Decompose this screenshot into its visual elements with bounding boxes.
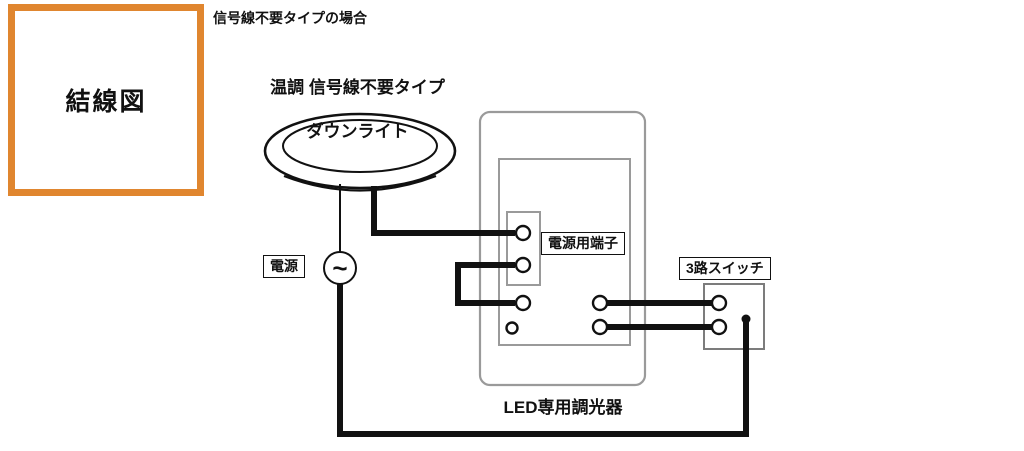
lamp-to-terminal-wire — [371, 186, 515, 236]
power-terminal-2-circle — [514, 256, 532, 274]
dimmer-caption: LED専用調光器 — [503, 398, 623, 417]
power-label: 電源 — [263, 255, 305, 278]
switch-left-terminal-2-circle — [710, 318, 728, 336]
power-terminal-label: 電源用端子 — [541, 232, 625, 255]
three-way-switch-drawing — [703, 283, 765, 350]
power-terminal-block — [506, 211, 541, 286]
switch-left-terminal-1-circle — [710, 294, 728, 312]
three-way-switch-label: 3路スイッチ — [679, 257, 771, 280]
switch-terminals — [710, 294, 728, 336]
downlight-lower-lip — [283, 174, 437, 192]
load-terminal-circle — [514, 294, 532, 312]
type-note: 信号線不要タイプの場合 — [213, 10, 367, 26]
switch-box — [703, 283, 765, 350]
wires — [337, 186, 749, 437]
legend-title: 結線図 — [65, 88, 147, 116]
power-terminal-1-circle — [514, 224, 532, 242]
switch-internal-terminal-dot — [741, 314, 751, 324]
legend-box: 結線図 — [8, 4, 204, 196]
main-power-return-wire — [337, 284, 749, 437]
ac-wave-icon: ~ — [332, 253, 348, 283]
ac-power-source-circle — [323, 251, 357, 285]
downlight-title-line1: 温調 信号線不要タイプ — [270, 78, 445, 97]
downlight-aperture — [282, 119, 438, 173]
downlight-drawing — [263, 112, 457, 192]
switch-terminal-1-circle — [591, 294, 609, 312]
downlight-title-line2: ダウンライト — [306, 122, 409, 141]
unused-terminal-circle — [505, 321, 519, 335]
downlight-title: 温調 信号線不要タイプ ダウンライト — [240, 55, 475, 165]
terminal-loop-wire — [455, 262, 515, 306]
dimmer-terminals — [505, 224, 609, 336]
switch-terminal-2-circle — [591, 318, 609, 336]
